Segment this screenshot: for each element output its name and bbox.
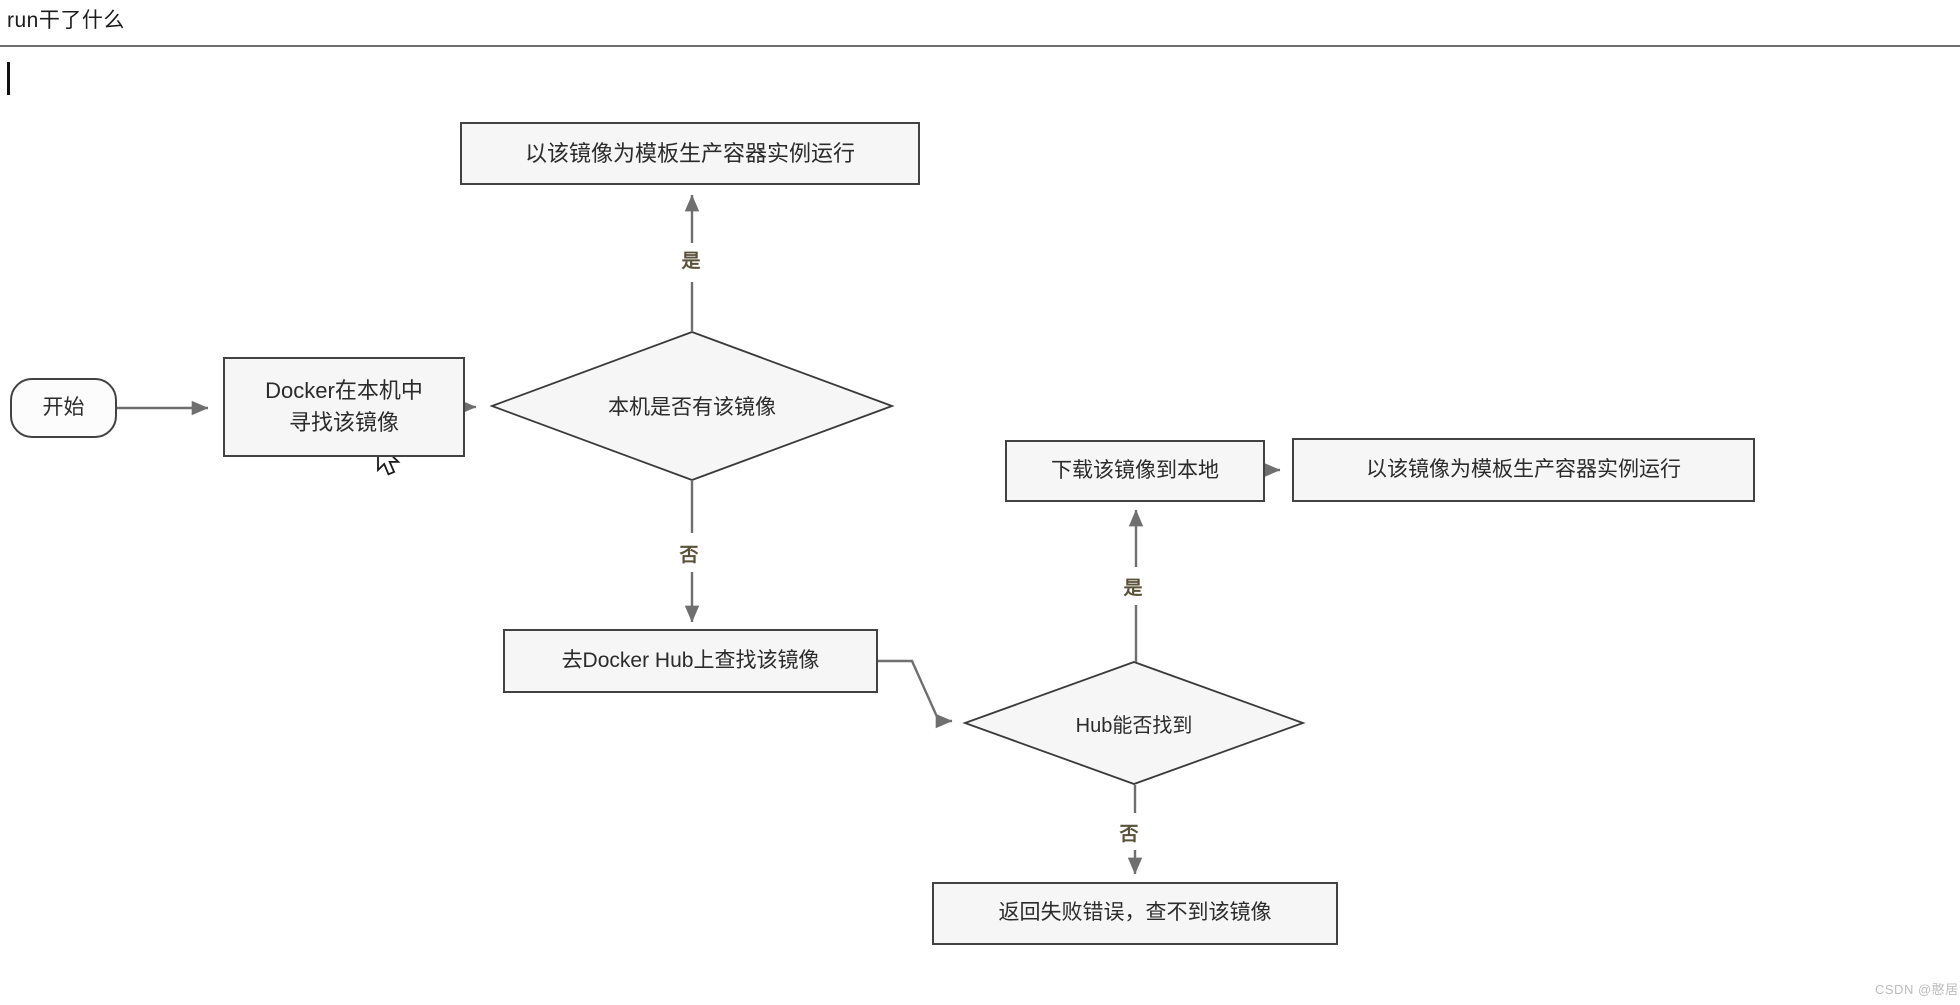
text-caret bbox=[7, 62, 10, 95]
node-find-local-line2: 寻找该镜像 bbox=[288, 410, 399, 435]
page-title: run干了什么 bbox=[7, 9, 125, 32]
node-fail: 返回失败错误，查不到该镜像 bbox=[932, 882, 1338, 945]
node-search-hub: 去Docker Hub上查找该镜像 bbox=[503, 629, 878, 693]
branch-label-no-1: 否 bbox=[669, 539, 709, 567]
diamond-hub-found-label: Hub能否找到 bbox=[1075, 714, 1193, 737]
diamond-has-local-shape bbox=[489, 331, 895, 481]
branch-label-no-2: 否 bbox=[1109, 818, 1149, 846]
connector-hub-to-decision bbox=[878, 659, 953, 729]
node-run-top: 以该镜像为模板生产容器实例运行 bbox=[460, 122, 920, 185]
branch-label-yes-1: 是 bbox=[671, 245, 711, 273]
branch-label-yes-2: 是 bbox=[1113, 572, 1153, 600]
watermark-text: CSDN @憨居 bbox=[1875, 982, 1959, 997]
node-find-local: Docker在本机中 寻找该镜像 bbox=[223, 357, 465, 457]
node-download: 下载该镜像到本地 bbox=[1005, 440, 1265, 502]
diamond-hub-found-shape bbox=[962, 661, 1306, 785]
heading-divider bbox=[0, 45, 1960, 47]
node-find-local-line1: Docker在本机中 bbox=[265, 378, 423, 404]
node-run-right: 以该镜像为模板生产容器实例运行 bbox=[1292, 438, 1755, 502]
node-start: 开始 bbox=[10, 378, 117, 438]
diamond-has-local-label: 本机是否有该镜像 bbox=[608, 396, 776, 419]
